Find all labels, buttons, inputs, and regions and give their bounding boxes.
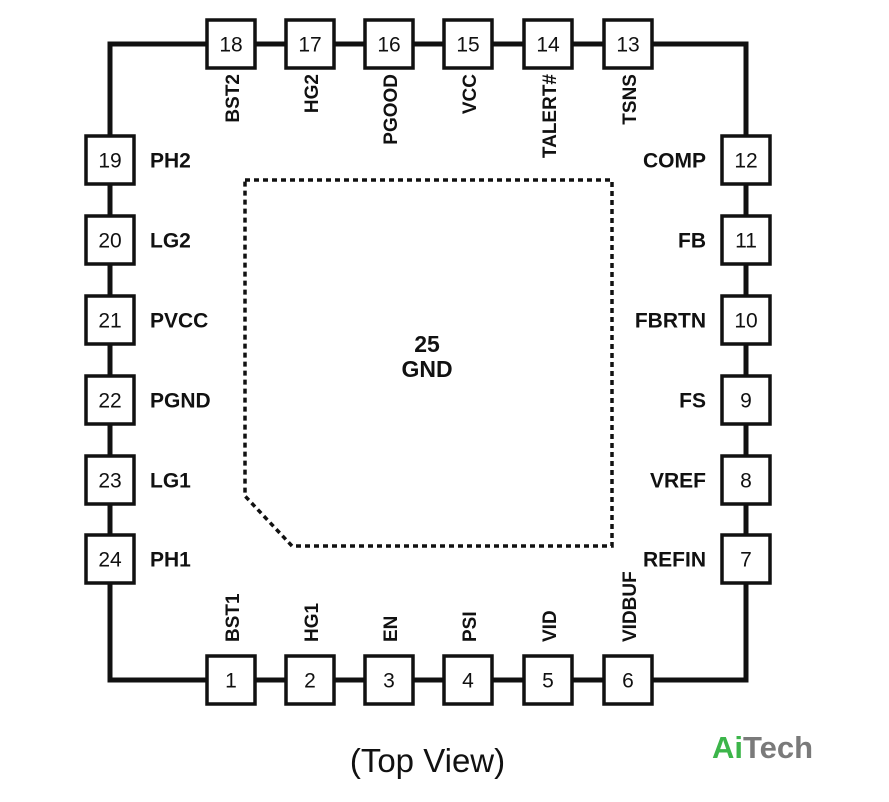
pin-24-box [84,533,136,585]
pin-6-label: VIDBUF [620,571,641,642]
pin-3-box [363,654,415,706]
pin-10-box [720,294,772,346]
pin-17-number: 17 [298,34,321,57]
pin-1-number: 1 [225,670,237,693]
view-caption: (Top View) [349,742,506,779]
pin-22-box [84,374,136,426]
pin-4-box [442,654,494,706]
pin-3-number: 3 [383,670,395,693]
pin-22-number: 22 [98,390,121,413]
pin-5-box [522,654,574,706]
pin-13-number: 13 [616,34,639,57]
logo-part-tech: Tech [743,730,814,765]
package-outline [107,41,749,683]
pin-7-label: REFIN [643,549,706,572]
pin-15-number: 15 [456,34,479,57]
pin-16-box [363,18,415,70]
pin-12-label: COMP [643,150,706,173]
pin-20-number: 20 [98,230,121,253]
pin-9-box [720,374,772,426]
pin-1-box [205,654,257,706]
pin-16-number: 16 [377,34,400,57]
pin-4-label: PSI [460,611,481,642]
pin-15-box [442,18,494,70]
pin-17-box [284,18,336,70]
pin-5-number: 5 [542,670,554,693]
pin-6-box [602,654,654,706]
pin-15-label: VCC [460,74,481,114]
pin-7-box [720,533,772,585]
pin-20-label: LG2 [150,230,191,253]
pin-16-label: PGOOD [381,74,402,145]
pin-7-number: 7 [740,549,752,572]
pin-8-box [720,454,772,506]
pin-10-number: 10 [734,310,757,333]
pin-11-label: FB [678,230,706,253]
pin-12-number: 12 [734,150,757,173]
pin-9-number: 9 [740,390,752,413]
pin-3-label: EN [381,616,402,642]
pin-2-number: 2 [304,670,316,693]
pin-14-box [522,18,574,70]
pin-5-label: VID [540,610,561,642]
pin-18-number: 18 [219,34,242,57]
exposed-pad-label: GND [401,356,452,382]
pin-19-box [84,134,136,186]
aitech-logo: AiTech [712,730,813,766]
pin-24-number: 24 [98,549,122,572]
pin-23-number: 23 [98,470,121,493]
pin-11-box [720,214,772,266]
pin-2-label: HG1 [302,603,323,643]
pin-13-box [602,18,654,70]
pin-23-label: LG1 [150,470,191,493]
pin-14-number: 14 [536,34,560,57]
pin-24-label: PH1 [150,549,191,572]
pin-21-label: PVCC [150,310,208,333]
pin-22-label: PGND [150,390,211,413]
pin-20-box [84,214,136,266]
pin-4-number: 4 [462,670,474,693]
pin-23-box [84,454,136,506]
logo-part-ai: Ai [712,730,743,765]
pin-21-number: 21 [98,310,121,333]
exposed-pad-outline [243,178,614,548]
pin-8-number: 8 [740,470,752,493]
pin-18-box [205,18,257,70]
pin-14-label: TALERT# [540,74,561,159]
pin-11-number: 11 [735,230,757,253]
pin-19-number: 19 [98,150,121,173]
pin-21-box [84,294,136,346]
pin-2-box [284,654,336,706]
pin-12-box [720,134,772,186]
exposed-pad-number: 25 [414,331,440,357]
pin-1-label: BST1 [223,593,244,642]
pin-13-label: TSNS [620,74,641,125]
pin-8-label: VREF [650,470,706,493]
pin-10-label: FBRTN [635,310,706,333]
pin-18-label: BST2 [223,74,244,123]
pin-17-label: HG2 [302,74,323,113]
pin-19-label: PH2 [150,150,191,173]
pin-6-number: 6 [622,670,634,693]
pin-9-label: FS [679,390,706,413]
